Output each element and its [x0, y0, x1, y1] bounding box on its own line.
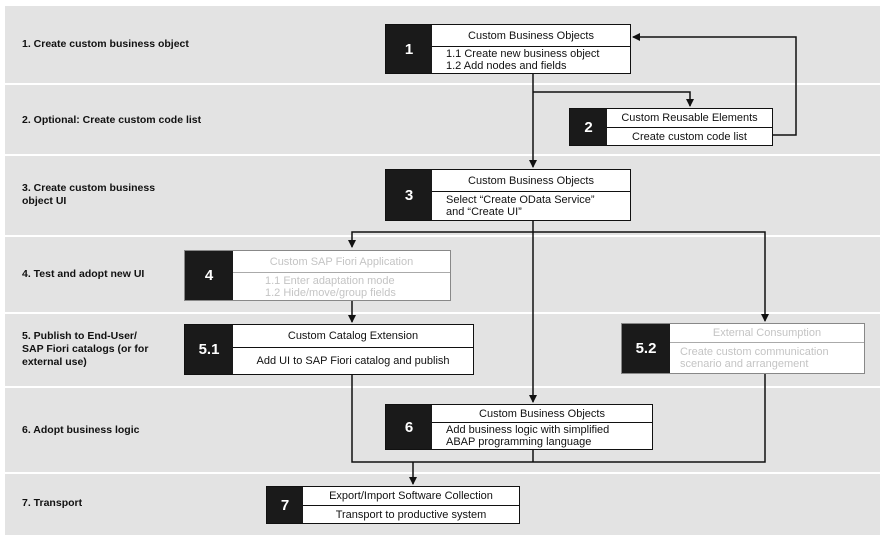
- step-label-1: 1. Create custom business object: [22, 38, 189, 50]
- step-7-box: 7 Export/Import Software Collection Tran…: [266, 486, 520, 524]
- step-label-2: 2. Optional: Create custom code list: [22, 114, 202, 126]
- step-3-number: 3: [386, 170, 432, 220]
- step-5-2-box: 5.2 External Consumption Create custom c…: [621, 323, 865, 374]
- arrow-1-to-2: [533, 91, 694, 107]
- step-7-description: Transport to productive system: [335, 508, 487, 521]
- step-5-2-number: 5.2: [622, 324, 670, 373]
- step-2-box: 2 Custom Reusable Elements Create custom…: [569, 108, 773, 146]
- step-5-2-title: External Consumption: [670, 324, 864, 343]
- step-label-7: 7. Transport: [22, 497, 83, 509]
- step-2-title: Custom Reusable Elements: [607, 109, 772, 128]
- step-6-title: Custom Business Objects: [432, 405, 652, 423]
- step-1-description: 1.1 Create new business object 1.2 Add n…: [446, 48, 600, 72]
- step-6-box: 6 Custom Business Objects Add business l…: [385, 404, 653, 450]
- step-6-description: Add business logic with simplified ABAP …: [446, 424, 610, 448]
- step-3-box: 3 Custom Business Objects Select “Create…: [385, 169, 631, 221]
- step-4-box: 4 Custom SAP Fiori Application 1.1 Enter…: [184, 250, 451, 301]
- step-2-description: Create custom code list: [632, 130, 747, 143]
- arrow-3-to-4: [348, 221, 534, 248]
- step-5-1-title: Custom Catalog Extension: [233, 325, 473, 348]
- step-7-title: Export/Import Software Collection: [303, 487, 519, 506]
- step-4-number: 4: [185, 251, 233, 300]
- step-label-6: 6. Adopt business logic: [22, 424, 140, 436]
- step-1-number: 1: [386, 25, 432, 73]
- step-5-1-box: 5.1 Custom Catalog Extension Add UI to S…: [184, 324, 474, 375]
- step-3-description: Select “Create OData Service” and “Creat…: [446, 194, 595, 218]
- step-4-description: 1.1 Enter adaptation mode 1.2 Hide/move/…: [265, 274, 396, 299]
- step-2-number: 2: [570, 109, 607, 145]
- step-6-number: 6: [386, 405, 432, 449]
- step-5-1-number: 5.1: [185, 325, 233, 374]
- step-7-number: 7: [267, 487, 303, 523]
- step-5-2-description: Create custom communication scenario and…: [680, 346, 829, 370]
- step-label-3: 3. Create custom business object UI: [22, 182, 156, 207]
- step-1-box: 1 Custom Business Objects 1.1 Create new…: [385, 24, 631, 74]
- line-5-1-to-merge: [351, 374, 766, 463]
- step-4-title: Custom SAP Fiori Application: [233, 251, 450, 273]
- arrow-2-to-1: [632, 33, 797, 136]
- step-5-1-description: Add UI to SAP Fiori catalog and publish: [256, 355, 450, 367]
- step-3-title: Custom Business Objects: [432, 170, 630, 192]
- arrow-3-to-5-2: [533, 231, 769, 322]
- step-label-5: 5. Publish to End-User/ SAP Fiori catalo…: [22, 330, 149, 368]
- step-label-4: 4. Test and adopt new UI: [22, 268, 145, 280]
- step-1-title: Custom Business Objects: [432, 25, 630, 47]
